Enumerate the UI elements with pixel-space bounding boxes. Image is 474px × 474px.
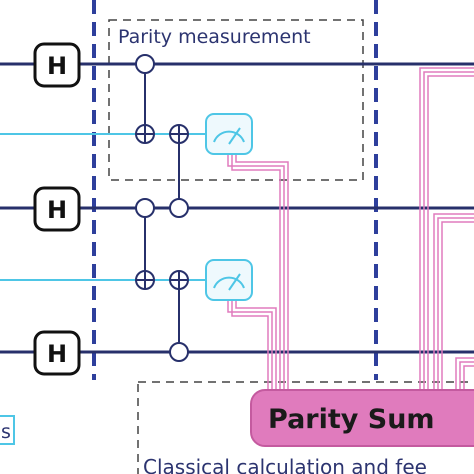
- cnot-target-icon: [135, 270, 155, 290]
- measurement-meter-icon: [205, 259, 253, 301]
- hadamard-label: H: [47, 340, 67, 368]
- cnot-target-icon: [169, 270, 189, 290]
- hadamard-label: H: [47, 196, 67, 224]
- hadamard-gate: H: [33, 186, 81, 232]
- classical-wire-2: [227, 300, 277, 390]
- parity-sum-label: Parity Sum: [268, 404, 435, 435]
- left-edge-fragment-label: s: [1, 421, 11, 443]
- control-dot-icon: [169, 342, 189, 362]
- parity-measurement-box: [108, 19, 364, 181]
- hadamard-label: H: [47, 52, 67, 80]
- classical-feedback-wires: [419, 67, 474, 390]
- control-dot-icon: [169, 198, 189, 218]
- hadamard-gate: H: [33, 42, 81, 88]
- left-edge-fragment-box: [0, 415, 15, 445]
- hadamard-gate: H: [33, 330, 81, 376]
- classical-calculation-label: Classical calculation and fee: [143, 455, 427, 474]
- classical-wire-1: [227, 154, 289, 390]
- measurement-meter-icon: [205, 113, 253, 155]
- cnot-target-icon: [169, 124, 189, 144]
- control-dot-icon: [135, 198, 155, 218]
- parity-measurement-label: Parity measurement: [118, 26, 311, 48]
- classical-calculation-box: [137, 381, 474, 474]
- control-dot-icon: [135, 54, 155, 74]
- cnot-target-icon: [135, 124, 155, 144]
- parity-sum-block: Parity Sum: [250, 389, 474, 447]
